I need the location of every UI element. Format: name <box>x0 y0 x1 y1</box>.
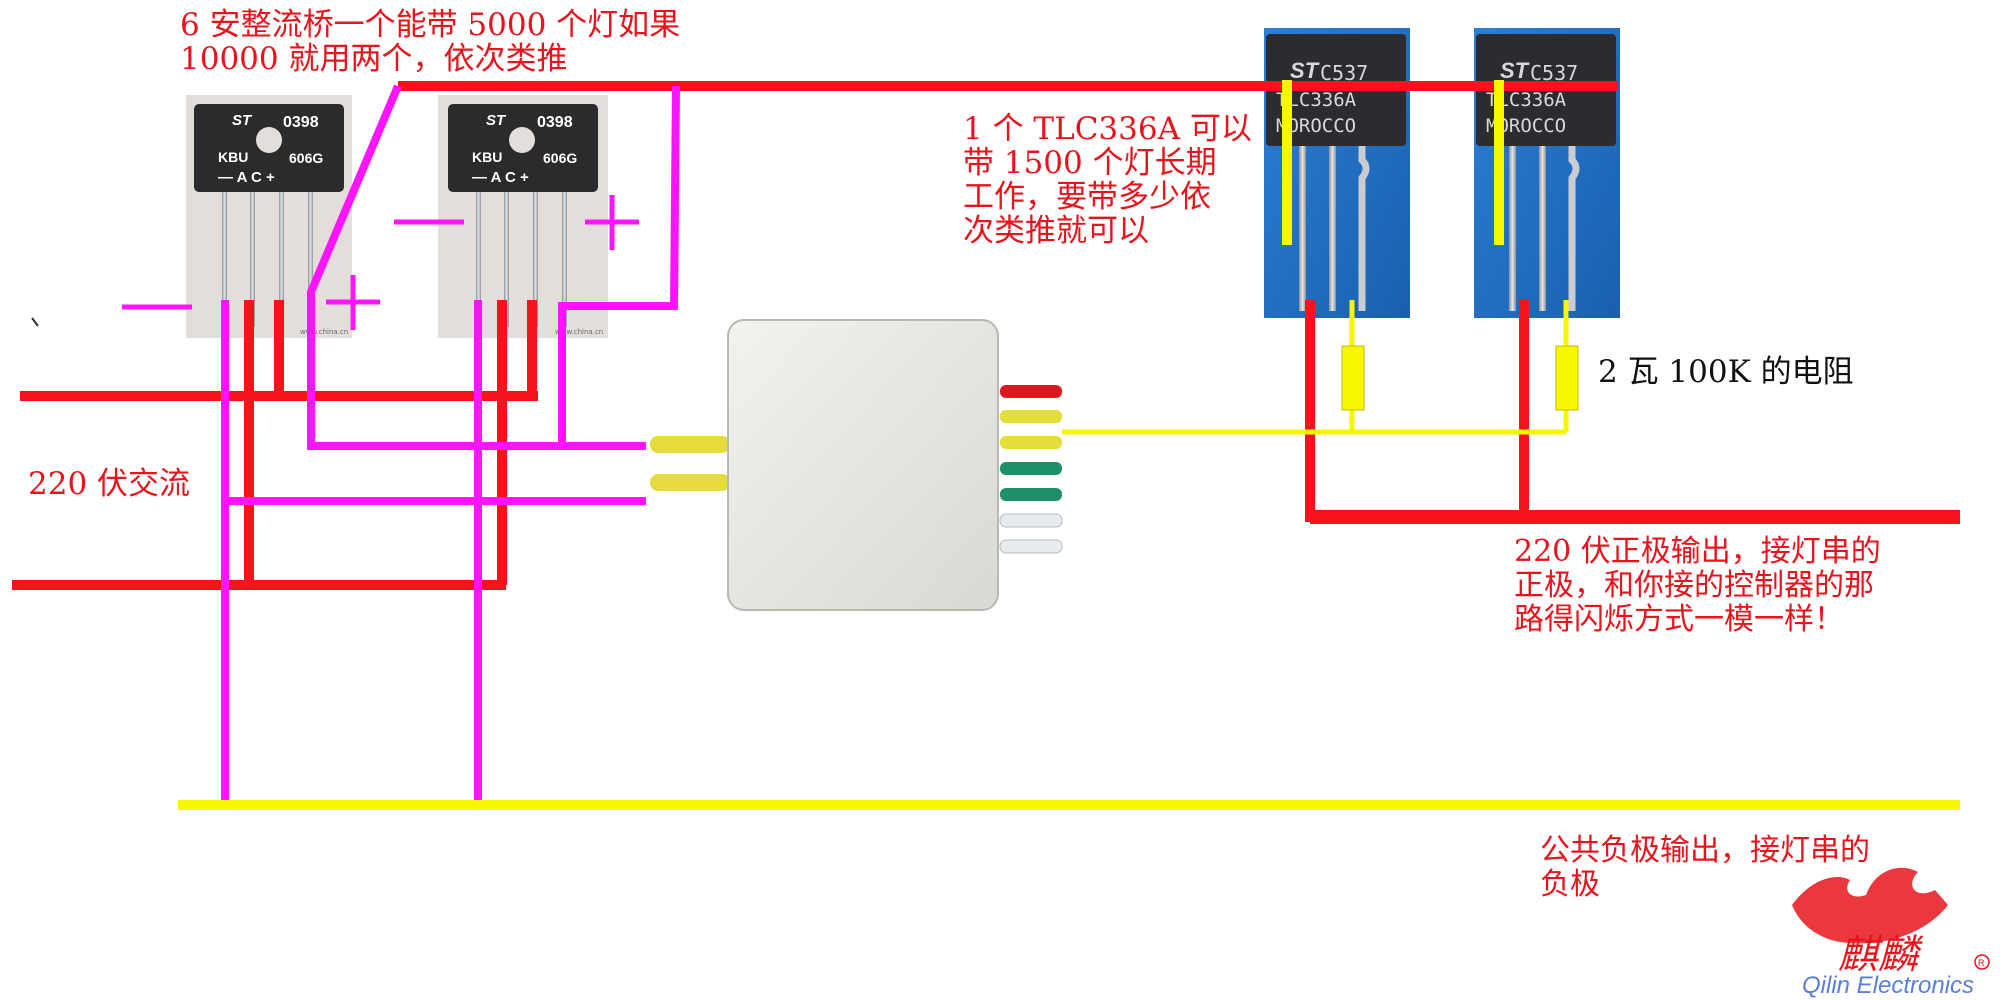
qilin-logo-en: Qilin Electronics <box>1802 972 1974 999</box>
red-wires <box>12 81 1960 590</box>
bridge-1-lead-4 <box>308 192 313 327</box>
thyristor-tlc336a-2: ST C537 TLC336A MOROCCO <box>1474 28 1620 318</box>
bridge-1-brand: ST <box>232 112 253 129</box>
bridge-2-lead-2 <box>504 192 509 327</box>
ac-input-label: 220 伏交流 <box>28 466 191 502</box>
controller-wire-red <box>1000 385 1062 398</box>
resistor-1 <box>1341 345 1365 411</box>
bridge-1-lead-1 <box>222 192 227 327</box>
controller-wire-white <box>999 513 1063 528</box>
tlc-1-origin: MOROCCO <box>1276 115 1356 137</box>
resistor-2 <box>1555 345 1579 411</box>
qilin-logo-reg-circle <box>1974 954 1990 970</box>
controller-box <box>650 319 1063 611</box>
bridge-1-lead-2 <box>250 192 255 327</box>
bridge-rectifier-1: ST 0398 KBU 606G — A C + www.china.cn <box>186 95 352 338</box>
controller-wire-yellow-2 <box>1000 436 1062 449</box>
tlc-2-origin: MOROCCO <box>1486 115 1566 137</box>
bridge-1-model-right: 606G <box>289 150 323 166</box>
bridge-2-lead-3 <box>533 192 538 327</box>
bridge-1-watermark: www.china.cn <box>300 328 348 336</box>
bridge-capacity-note: 6 安整流桥一个能带 5000 个灯如果 10000 就用两个，依次类推 <box>180 7 681 77</box>
bridge-2-watermark: www.china.cn <box>555 328 603 336</box>
polarity-marks <box>122 195 639 330</box>
tlc-2-brand: ST <box>1500 58 1530 83</box>
tlc-2-lead-2 <box>1539 146 1546 311</box>
bridge-2-mount-hole <box>509 127 535 153</box>
controller-input-wire-1 <box>650 436 730 453</box>
controller-wire-green-2 <box>1000 488 1062 501</box>
controller-wire-green <box>1000 462 1062 475</box>
qilin-logo-cn: 麒麟 <box>1838 932 1924 978</box>
bridge-1-pin-labels: — A C + <box>218 169 275 186</box>
bridge-1-code: 0398 <box>283 114 319 131</box>
bridge-2-pin-labels: — A C + <box>472 169 529 186</box>
bridge-2-model-left: KBU <box>472 149 502 165</box>
bridge-2-positive-wire <box>558 85 680 446</box>
magenta-wires <box>221 84 680 808</box>
tlc-1-part: TLC336A <box>1276 89 1357 111</box>
qilin-logo: 麒麟 Qilin Electronics R <box>1792 867 1990 999</box>
bridge-2-brand: ST <box>486 112 507 129</box>
tlc-2-lead-1 <box>1509 146 1516 311</box>
controller-input-wire-2 <box>650 474 730 491</box>
tlc-1-lead-2 <box>1329 146 1336 311</box>
tlc-1-lead-1 <box>1299 146 1306 311</box>
bridge-1-model-left: KBU <box>218 149 248 165</box>
bridge-2-code: 0398 <box>537 114 573 131</box>
bridge-1-mount-hole <box>256 127 282 153</box>
positive-output-note: 220 伏正极输出，接灯串的 正极，和你接的控制器的那 路得闪烁方式一模一样！ <box>1514 534 1881 637</box>
qilin-logo-mark <box>1792 867 1948 944</box>
controller-wire-yellow-1 <box>1000 410 1062 423</box>
tlc-2-part: TLC336A <box>1486 89 1567 111</box>
tlc-1-lead-3 <box>1358 146 1370 311</box>
tlc-1-brand: ST <box>1290 58 1320 83</box>
controller-wire-white-2 <box>999 539 1063 554</box>
controller-housing <box>727 319 999 611</box>
resistor-note: 2 瓦 100K 的电阻 <box>1598 354 1854 390</box>
bridge-rectifier-2: ST 0398 KBU 606G — A C + www.china.cn <box>438 95 608 338</box>
bridge-2-lead-4 <box>562 192 567 327</box>
bridge-1-lead-3 <box>279 192 284 327</box>
bridge-2-model-right: 606G <box>543 150 577 166</box>
qilin-logo-reg: R <box>1978 958 1985 968</box>
tlc-capacity-note: 1 个 TLC336A 可以 带 1500 个灯长期 工作，要带多少依 次类推就… <box>963 111 1252 249</box>
bridge-2-lead-1 <box>476 192 481 327</box>
tlc-2-lead-3 <box>1568 146 1580 311</box>
stray-mark <box>31 317 39 327</box>
negative-output-note: 公共负极输出，接灯串的 负极 <box>1540 833 1870 902</box>
